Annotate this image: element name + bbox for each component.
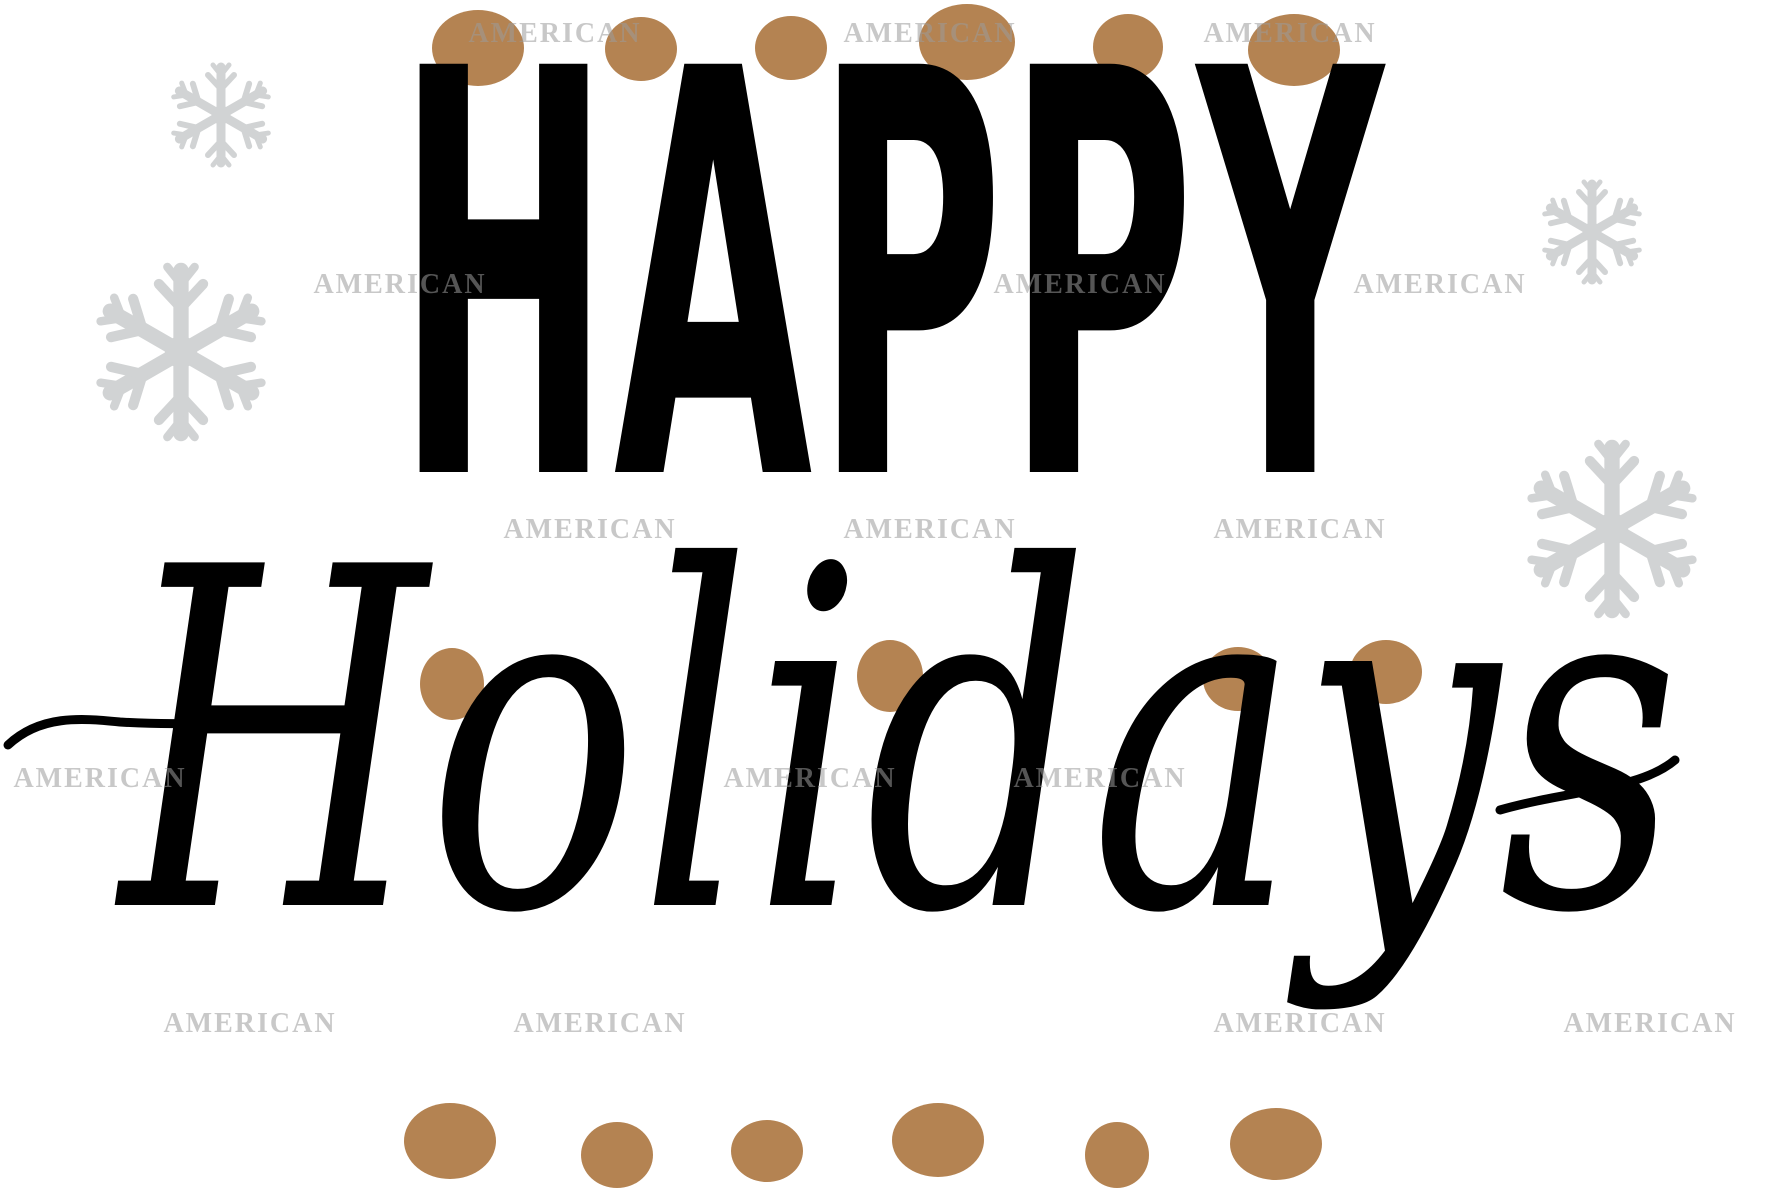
holidays-heading: Holidays [114,469,1680,1016]
watermark-text: AMERICAN [13,763,186,794]
watermark-text: AMERICAN [993,269,1166,300]
watermark-text: AMERICAN [1353,269,1526,300]
dot-decoration [731,1120,803,1182]
dot-decoration [432,10,524,86]
watermark-text: AMERICAN [513,1008,686,1039]
watermark-text: AMERICAN [1203,18,1376,49]
snowflake-icon [96,267,265,437]
watermark-text: AMERICAN [843,514,1016,545]
dot-decoration [420,648,484,720]
dot-decoration [1230,1108,1322,1180]
dot-decoration [581,1122,653,1188]
dot-decoration [919,4,1015,80]
dot-decorations [404,4,1422,1188]
dot-decoration [605,17,677,81]
dot-decoration [755,16,827,80]
dot-decoration [892,1103,984,1177]
watermarks: AMERICAN AMERICAN AMERICAN AMERICAN AMERICAN… [13,18,1736,1039]
snowflake-icon [1542,182,1642,282]
watermark-text: AMERICAN [723,763,896,794]
dot-decoration [1203,647,1273,711]
dot-decoration [1085,1122,1149,1188]
dot-decoration [1093,14,1163,80]
watermark-text: AMERICAN [1563,1008,1736,1039]
dot-decoration [404,1103,496,1179]
script-swash [3,713,1680,815]
dot-decoration [857,640,923,712]
watermark-text: AMERICAN [1013,763,1186,794]
watermark-text: AMERICAN [468,18,641,49]
snowflake-icon [171,65,271,165]
happy-heading: HAPPY [396,0,1386,605]
watermark-text: AMERICAN [1213,514,1386,545]
dot-decoration [1350,640,1422,704]
watermark-text: AMERICAN [1213,1008,1386,1039]
watermark-text: AMERICAN [843,18,1016,49]
watermark-text: AMERICAN [313,269,486,300]
dot-decoration [1248,14,1340,86]
watermark-text: AMERICAN [163,1008,336,1039]
watermark-text: AMERICAN [503,514,676,545]
